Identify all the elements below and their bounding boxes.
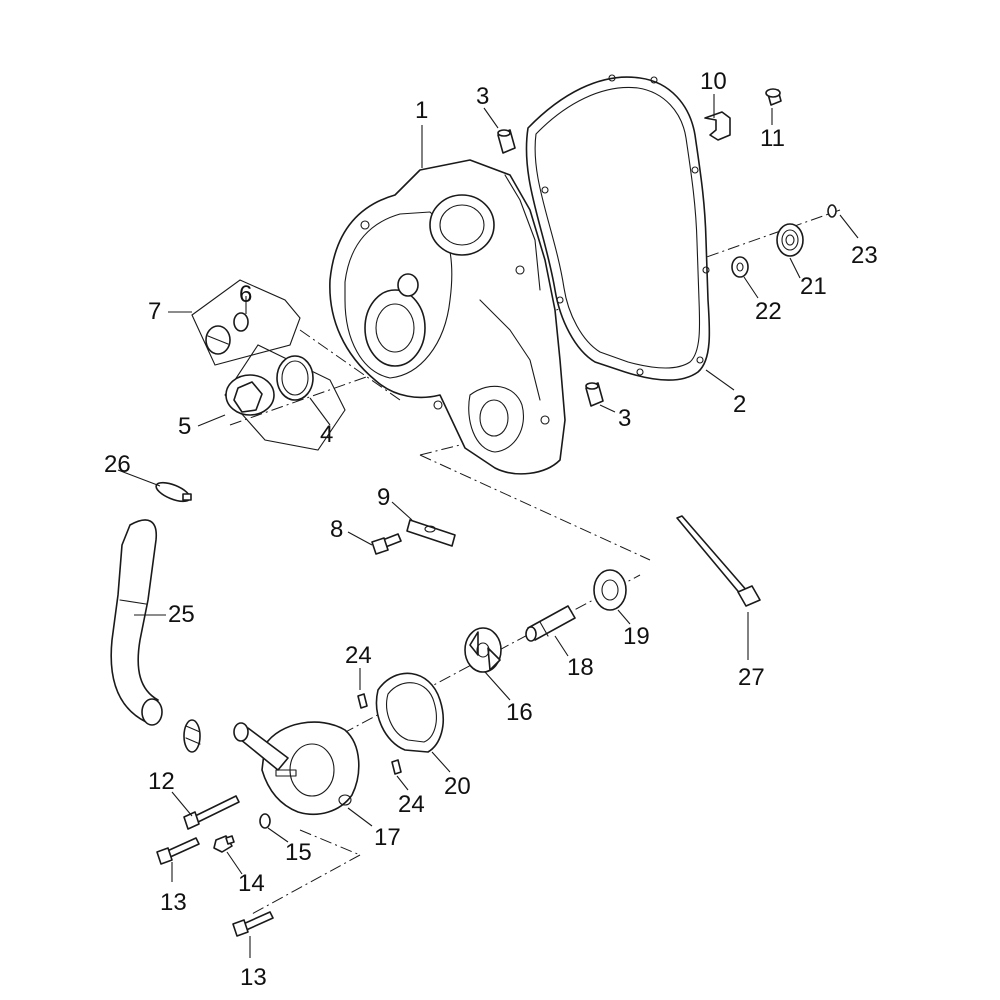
callout-21: 21: [800, 273, 827, 300]
washer: [731, 256, 749, 278]
callout-3-upper: 3: [476, 83, 489, 110]
callout-4: 4: [320, 421, 333, 448]
drain-plug: [225, 374, 275, 416]
pump-gasket: [375, 672, 444, 753]
callout-26: 26: [104, 451, 131, 478]
long-stud: [676, 515, 761, 607]
coolant-hose: [110, 519, 163, 726]
callout-16: 16: [506, 699, 533, 726]
bracket: [704, 111, 731, 141]
bolt-short: [371, 533, 402, 555]
callout-25: 25: [168, 601, 195, 628]
callout-13-upper: 13: [160, 889, 187, 916]
mechanical-seal: [593, 569, 627, 611]
callout-labels: 1 2 3 3 4 5 6 7 8 9 10 11 12 13 13 14 15…: [104, 68, 878, 991]
bearing: [776, 223, 804, 257]
callout-27: 27: [738, 664, 765, 691]
callout-20: 20: [444, 773, 471, 800]
water-pump-cover: [233, 721, 360, 816]
impeller: [464, 627, 502, 673]
screw-small: [765, 88, 782, 106]
long-bolt: [183, 795, 240, 830]
callout-18: 18: [567, 654, 594, 681]
crankcase-cover: [329, 159, 566, 475]
leader-lines: [117, 94, 859, 958]
callout-2: 2: [733, 391, 746, 418]
callout-24-upper: 24: [345, 642, 372, 669]
callout-22: 22: [755, 298, 782, 325]
callout-14: 14: [238, 870, 265, 897]
callout-10: 10: [700, 68, 727, 95]
gasket: [525, 74, 711, 381]
callout-12: 12: [148, 768, 175, 795]
flange-bolt-lower: [232, 911, 274, 937]
callout-17: 17: [374, 824, 401, 851]
dowel-pin-upper: [497, 129, 516, 154]
flange-nut: [213, 835, 235, 853]
dowel-pin-lower: [585, 382, 604, 407]
pump-shaft: [525, 605, 576, 642]
callout-24-lower: 24: [398, 791, 425, 818]
callout-3-lower: 3: [618, 405, 631, 432]
plug-group-outline: [191, 279, 346, 451]
pump-dowel-upper: [357, 693, 368, 709]
hose-clamp-lower: [183, 719, 201, 753]
o-ring-large: [276, 355, 314, 401]
o-ring-small: [233, 312, 249, 332]
circlip: [827, 204, 837, 218]
callout-13-lower: 13: [240, 964, 267, 991]
callout-15: 15: [285, 839, 312, 866]
flange-bolt-upper: [156, 837, 200, 865]
callout-19: 19: [623, 623, 650, 650]
pump-dowel-lower: [391, 759, 402, 775]
callout-9: 9: [377, 484, 390, 511]
callout-1: 1: [415, 97, 428, 124]
sealing-washer: [259, 813, 271, 829]
callout-6: 6: [239, 281, 252, 308]
callout-23: 23: [851, 242, 878, 269]
callout-5: 5: [178, 413, 191, 440]
callout-11: 11: [760, 125, 785, 152]
timing-plug: [205, 325, 231, 355]
guide-plate: [406, 519, 456, 547]
hose-clamp-upper: [155, 481, 192, 503]
callout-7: 7: [148, 298, 161, 325]
callout-8: 8: [330, 516, 343, 543]
